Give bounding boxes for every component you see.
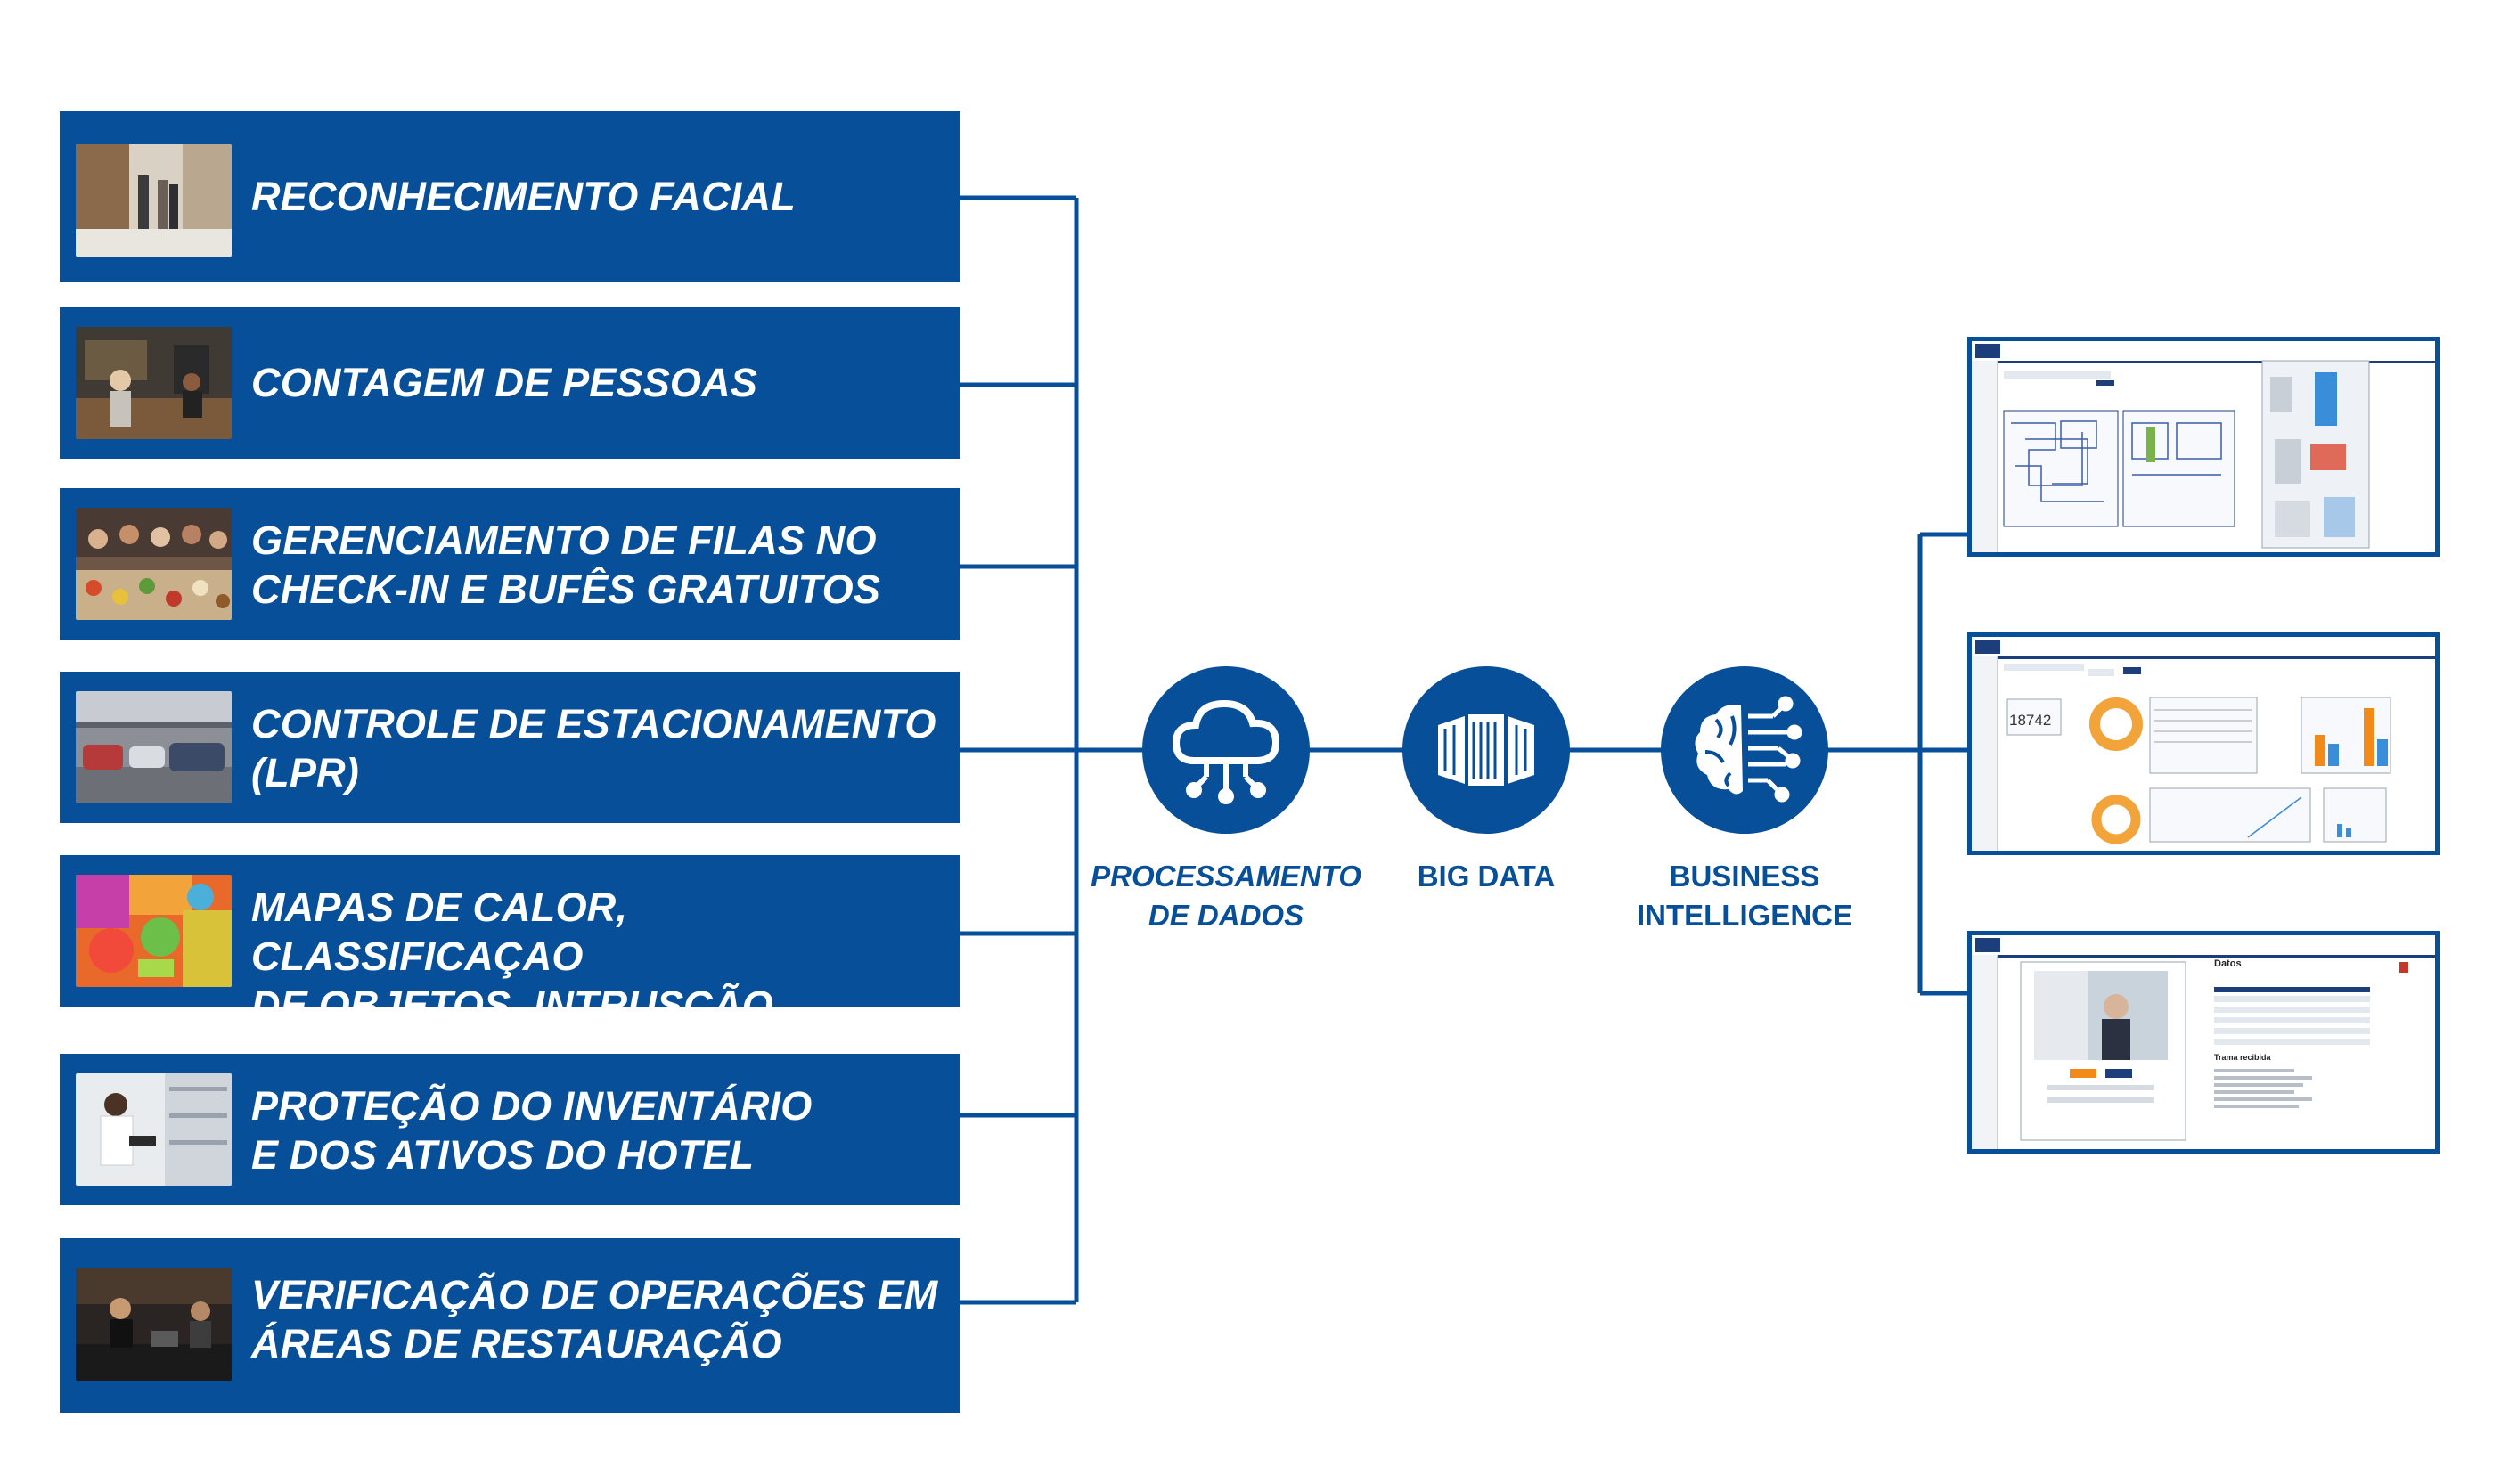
brain-circuit-icon — [1695, 696, 1802, 803]
category-label: RECONHECIMENTO FACIAL — [251, 174, 796, 219]
category-label: PROTEÇÃO DO INVENTÁRIO E DOS ATIVOS DO H… — [251, 1083, 813, 1178]
restaurant-counter-photo — [76, 1268, 232, 1381]
face-detail-visual — [2020, 961, 2408, 1141]
screenshot-sidebar — [1972, 656, 1998, 851]
category-box-heatmaps: MAPAS DE CALOR, CLASSIFICAÇAO DE OBJETOS… — [60, 855, 960, 1077]
category-box-parking-control: CONTROLE DE ESTACIONAMENTO (LPR) — [60, 672, 960, 823]
heatmap-photo — [76, 875, 232, 987]
screenshot-toolbar — [1972, 341, 2435, 363]
category-label: GERENCIAMENTO DE FILAS NO CHECK-IN E BUF… — [251, 518, 881, 612]
cloud-network-icon — [1172, 699, 1280, 804]
big-data-node — [1402, 666, 1570, 834]
face-detail-screenshot: Datos Trama recibida — [1967, 931, 2440, 1154]
screenshot-sidebar — [1972, 361, 1998, 552]
app-logo — [1975, 344, 2000, 358]
category-box-people-counting: CONTAGEM DE PESSOAS — [60, 307, 960, 459]
app-logo — [1975, 938, 2000, 952]
screenshot-toolbar — [1972, 935, 2435, 958]
category-label: VERIFICAÇÃO DE OPERAÇÕES EM ÁREAS DE RES… — [251, 1272, 938, 1366]
screenshot-toolbar — [1972, 637, 2435, 659]
category-box-inventory-protection: PROTEÇÃO DO INVENTÁRIO E DOS ATIVOS DO H… — [60, 1054, 960, 1205]
screenshot-sidebar — [1972, 955, 1998, 1149]
parking-garage-photo — [76, 691, 232, 803]
server-towers-icon — [1438, 714, 1534, 786]
business-intelligence-node — [1661, 666, 1828, 834]
hotel-lobby-photo — [76, 144, 232, 257]
panel-subtitle: Trama recibida — [2214, 1053, 2271, 1062]
warehouse-inventory-photo — [76, 1073, 232, 1186]
kpi-value: 18742 — [2009, 712, 2052, 729]
floorplan-dashboard-screenshot — [1967, 337, 2440, 557]
analytics-visual — [2004, 664, 2391, 844]
analytics-dashboard-screenshot: 18742 — [1967, 632, 2440, 855]
panel-title: Datos — [2214, 958, 2242, 969]
floorplan-visual — [2003, 360, 2370, 549]
app-logo — [1975, 640, 2000, 654]
category-label: CONTAGEM DE PESSOAS — [251, 360, 758, 405]
category-box-queue-management: GERENCIAMENTO DE FILAS NO CHECK-IN E BUF… — [60, 488, 960, 640]
data-processing-label: PROCESSAMENTO DE DADOS — [1091, 860, 1361, 932]
category-box-facial-recognition: RECONHECIMENTO FACIAL — [60, 111, 960, 282]
buffet-crowd-photo — [76, 508, 232, 620]
data-processing-node — [1142, 666, 1310, 834]
category-box-restaurant-operations: VERIFICAÇÃO DE OPERAÇÕES EM ÁREAS DE RES… — [60, 1238, 960, 1413]
category-label: MAPAS DE CALOR, CLASSIFICAÇAO DE OBJETOS… — [251, 885, 785, 1077]
reception-desk-photo — [76, 327, 232, 439]
category-label: CONTROLE DE ESTACIONAMENTO (LPR) — [251, 701, 936, 795]
business-intelligence-label: BUSINESS INTELLIGENCE — [1636, 860, 1852, 932]
big-data-label: BIG DATA — [1417, 860, 1556, 893]
